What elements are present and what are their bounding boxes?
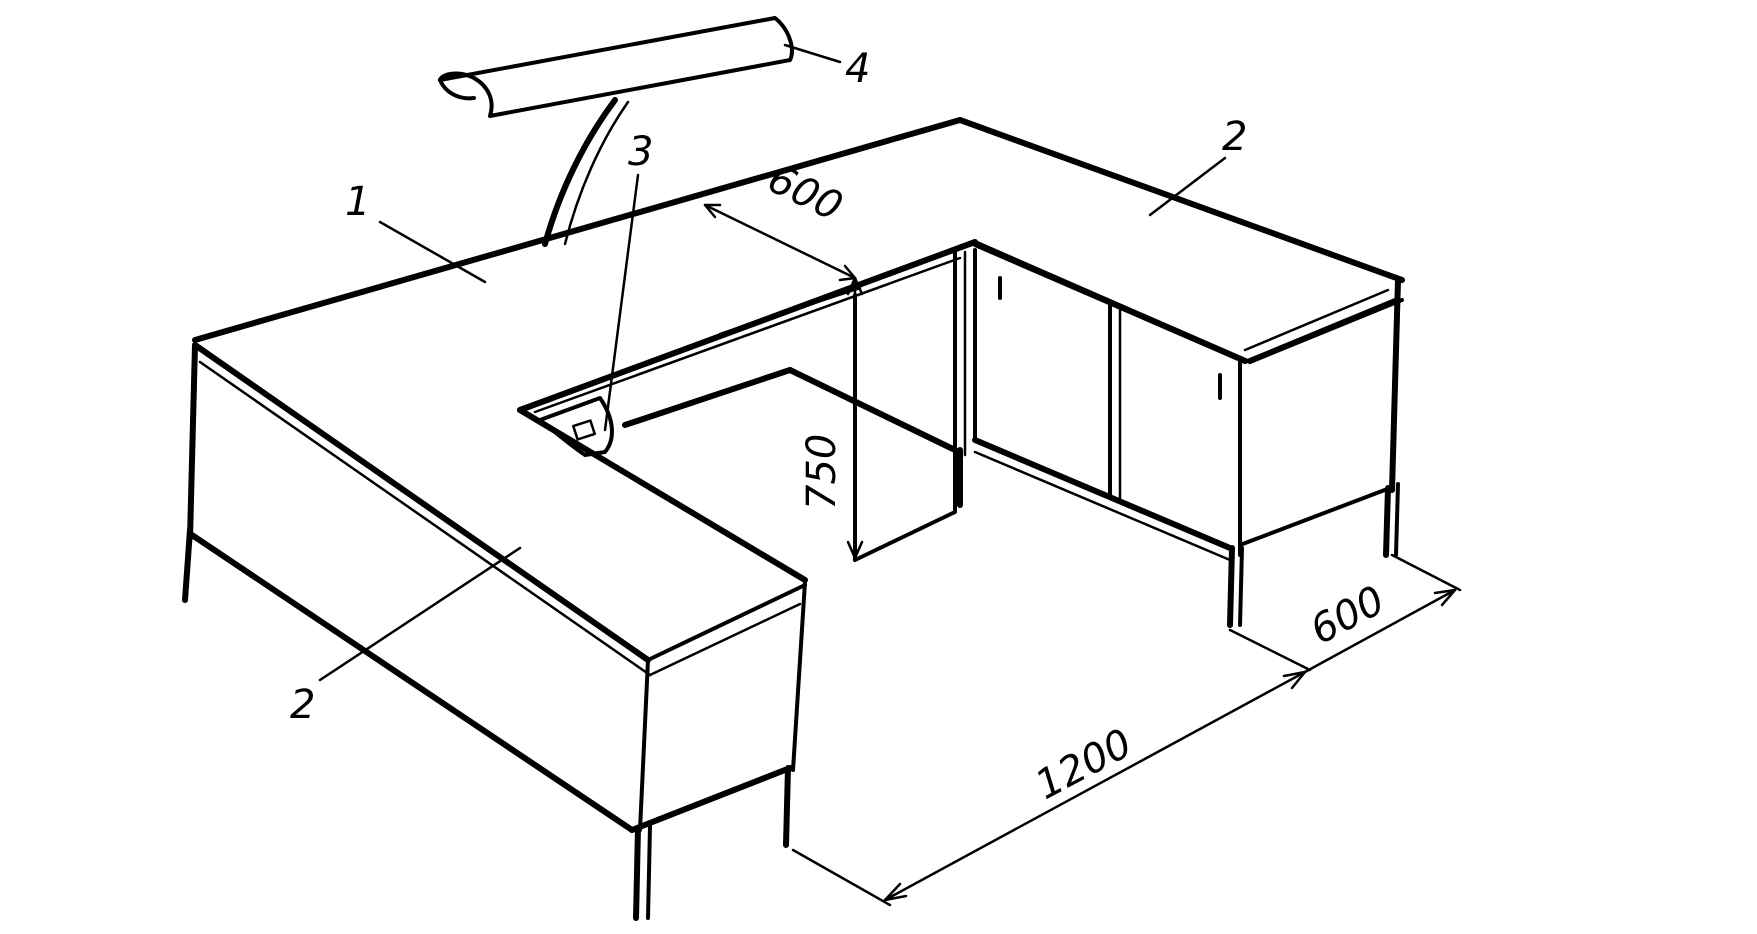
dim-600-top-arrow-a bbox=[703, 203, 722, 219]
label-part-3: 3 bbox=[628, 129, 653, 175]
top-inner-back-edge-2 bbox=[533, 256, 962, 414]
left-body-end-bottom bbox=[629, 765, 793, 833]
cabinet-end-bottom bbox=[1238, 486, 1392, 547]
top-left-front-edge-2 bbox=[198, 360, 652, 677]
cabinet-leg-1 bbox=[1227, 545, 1235, 628]
dimension-lines bbox=[703, 203, 1462, 907]
cabinet-leg-2b bbox=[1394, 482, 1400, 557]
dim-label-600-top: 600 bbox=[761, 156, 850, 231]
lamp-shade-lip bbox=[438, 78, 476, 101]
knee-right-bottom bbox=[787, 367, 958, 453]
dim-1200-line bbox=[883, 670, 1307, 902]
desk-top bbox=[192, 117, 1405, 677]
top-left-end-edge-2 bbox=[648, 602, 802, 677]
top-right-front-edge bbox=[1248, 298, 1404, 364]
top-left-end-edge bbox=[646, 583, 807, 662]
cabinet-leg-1b bbox=[1238, 546, 1244, 627]
dim-1200-arrow-a bbox=[883, 882, 908, 902]
dim-600-right-ext bbox=[1390, 553, 1462, 592]
leader-1 bbox=[378, 220, 487, 284]
dim-1200-arrow-b bbox=[1282, 670, 1307, 690]
lamp-leader bbox=[783, 43, 842, 64]
tray-box bbox=[572, 419, 596, 441]
left-body-end-right bbox=[791, 580, 807, 772]
dim-600-top-line bbox=[703, 203, 857, 280]
left-body-corner bbox=[638, 658, 650, 832]
leader-2-right bbox=[1148, 156, 1227, 217]
left-leg-3 bbox=[783, 765, 791, 848]
lamp-stem-inner bbox=[563, 100, 630, 246]
desk-lamp bbox=[438, 16, 842, 247]
left-leg-2 bbox=[633, 825, 641, 921]
top-left-front-edge bbox=[192, 342, 651, 663]
top-inner-left-edge bbox=[517, 407, 808, 583]
lamp-stem bbox=[542, 97, 618, 247]
lamp-shade bbox=[438, 16, 794, 118]
dim-750-arrow-a bbox=[846, 276, 864, 296]
cabinet-leg-2 bbox=[1383, 485, 1391, 558]
dim-1200-ext-left bbox=[791, 848, 892, 907]
label-part-1: 1 bbox=[345, 179, 370, 225]
knee-floor bbox=[853, 510, 957, 562]
dim-600-right-line bbox=[1303, 588, 1457, 674]
left-body-left-edge bbox=[187, 342, 198, 541]
leader-2-left bbox=[318, 546, 522, 682]
top-back-edge bbox=[192, 117, 963, 343]
cabinet-end-top bbox=[1243, 298, 1397, 364]
cabinet-end-right bbox=[1389, 277, 1401, 493]
left-body-bottom bbox=[189, 532, 635, 833]
left-leg-2b bbox=[646, 824, 652, 920]
right-cabinet bbox=[972, 243, 1401, 628]
label-part-2-left: 2 bbox=[290, 682, 315, 728]
dim-label-600-right: 600 bbox=[1303, 577, 1392, 653]
dim-750-arrow-b bbox=[846, 540, 864, 560]
cabinet-bottom-edge bbox=[972, 437, 1233, 551]
dim-label-1200: 1200 bbox=[1028, 720, 1139, 808]
leader-3 bbox=[603, 173, 640, 432]
left-leg-1 bbox=[182, 527, 193, 603]
knee-space bbox=[622, 248, 967, 562]
left-desk-body bbox=[182, 342, 807, 921]
dim-label-750: 750 bbox=[799, 434, 845, 510]
leader-lines bbox=[318, 156, 1227, 682]
label-part-4: 4 bbox=[845, 46, 870, 92]
label-part-2-right: 2 bbox=[1222, 114, 1247, 160]
knee-back-bottom bbox=[622, 367, 793, 428]
top-right-inner-edge bbox=[973, 240, 1252, 364]
knee-back-shadow bbox=[718, 286, 862, 336]
cabinet-bottom-edge-2 bbox=[973, 450, 1232, 562]
dim-600-right-arrow bbox=[1433, 588, 1457, 607]
top-right-back-edge bbox=[957, 117, 1405, 283]
dim-1200-ext-right bbox=[1228, 628, 1312, 672]
top-right-front-edge-2 bbox=[1243, 288, 1390, 352]
